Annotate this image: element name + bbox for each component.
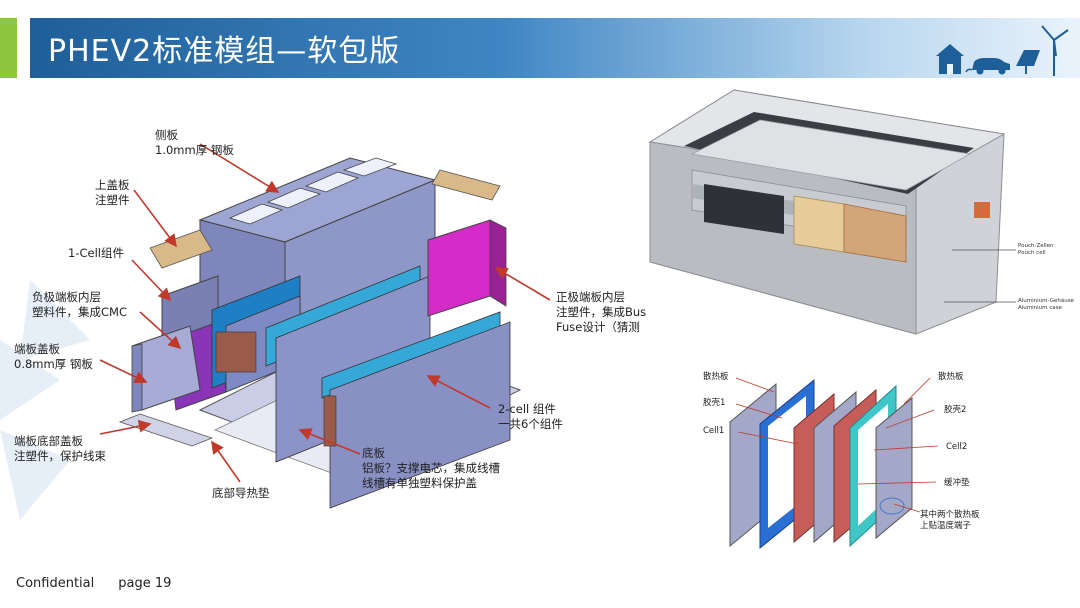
label-pouch-cell: Pouch-Zellen Pouch cell xyxy=(1018,243,1054,256)
module-cutaway-photo xyxy=(648,89,1016,335)
label-end-cover: 端板盖板 0.8mm厚 钢板 xyxy=(14,342,93,371)
label-thermal-pad: 底部导热垫 xyxy=(212,486,270,500)
pouch-cells xyxy=(690,119,972,263)
arrow-positive-end xyxy=(494,267,551,301)
house-icon xyxy=(936,44,964,74)
arrow-negative-end xyxy=(139,311,182,350)
footer: Confidential page 19 xyxy=(16,576,195,591)
label-positive-end: 正极端板内层 注塑件，集成Bus Fuse设计（猜测 xyxy=(556,290,647,334)
arrow-end-bottom xyxy=(99,419,152,435)
wind-turbine-icon xyxy=(1041,25,1069,76)
cell-group-2cell-b xyxy=(321,311,511,509)
header-accent-bar xyxy=(0,18,17,78)
label-top-cover: 上盖板 注塑件 xyxy=(95,178,130,207)
label-cell-1: Cell1 xyxy=(703,426,725,436)
footer-confidential: Confidential xyxy=(16,576,95,591)
arrow-2cell xyxy=(426,375,491,409)
label-heat-sink-left: 散热板 xyxy=(703,372,729,382)
label-cell-2: Cell2 xyxy=(946,442,968,452)
end-bottom-cover xyxy=(118,413,214,447)
label-2cell: 2-cell 组件 一共6个组件 xyxy=(498,402,563,431)
top-cover-right xyxy=(431,169,501,201)
arrow-1cell xyxy=(131,259,172,302)
label-negative-end: 负极端板内层 塑料件，集成CMC xyxy=(32,290,127,319)
label-temp-sensor-note: 其中两个散热板 上贴温度端子 xyxy=(920,510,980,531)
positive-end-inner-side xyxy=(489,219,507,307)
label-side-plate: 侧板 1.0mm厚 钢板 xyxy=(155,128,234,157)
label-end-bottom-cover: 端板底部盖板 注塑件，保护线束 xyxy=(14,434,106,463)
label-heat-sink-right: 散热板 xyxy=(938,372,964,382)
positive-end-inner xyxy=(427,219,491,317)
arrow-thermal-pad xyxy=(211,440,241,483)
car-icon xyxy=(965,58,1010,75)
solar-panel-icon xyxy=(1016,50,1040,74)
header-band xyxy=(30,18,1080,78)
label-1cell: 1-Cell组件 xyxy=(68,246,124,260)
label-shell-1: 胶壳1 xyxy=(703,398,726,408)
footer-page-number: page 19 xyxy=(118,576,172,591)
arrow-side-plate xyxy=(199,143,280,193)
arrow-top-cover xyxy=(133,189,177,248)
cell-stack-diagram xyxy=(729,377,939,550)
label-base-plate: 底板 铝板？支撑电芯，集成线槽 线槽有单独塑料保护盖 xyxy=(362,446,500,490)
arrow-base-plate xyxy=(298,428,361,455)
header-logo xyxy=(936,25,1069,76)
slide-title: PHEV2标准模组—软包版 xyxy=(48,34,401,69)
watermark-snowflake xyxy=(0,280,90,520)
label-buffer-pad: 缓冲垫 xyxy=(944,478,970,488)
label-shell-2: 胶壳2 xyxy=(944,405,967,415)
top-cover xyxy=(149,229,213,269)
label-aluminium-case: Aluminium-Gehäuse Aluminium case xyxy=(1018,298,1074,311)
exploded-view-diagram xyxy=(99,143,551,509)
arrow-end-cover xyxy=(99,359,148,383)
